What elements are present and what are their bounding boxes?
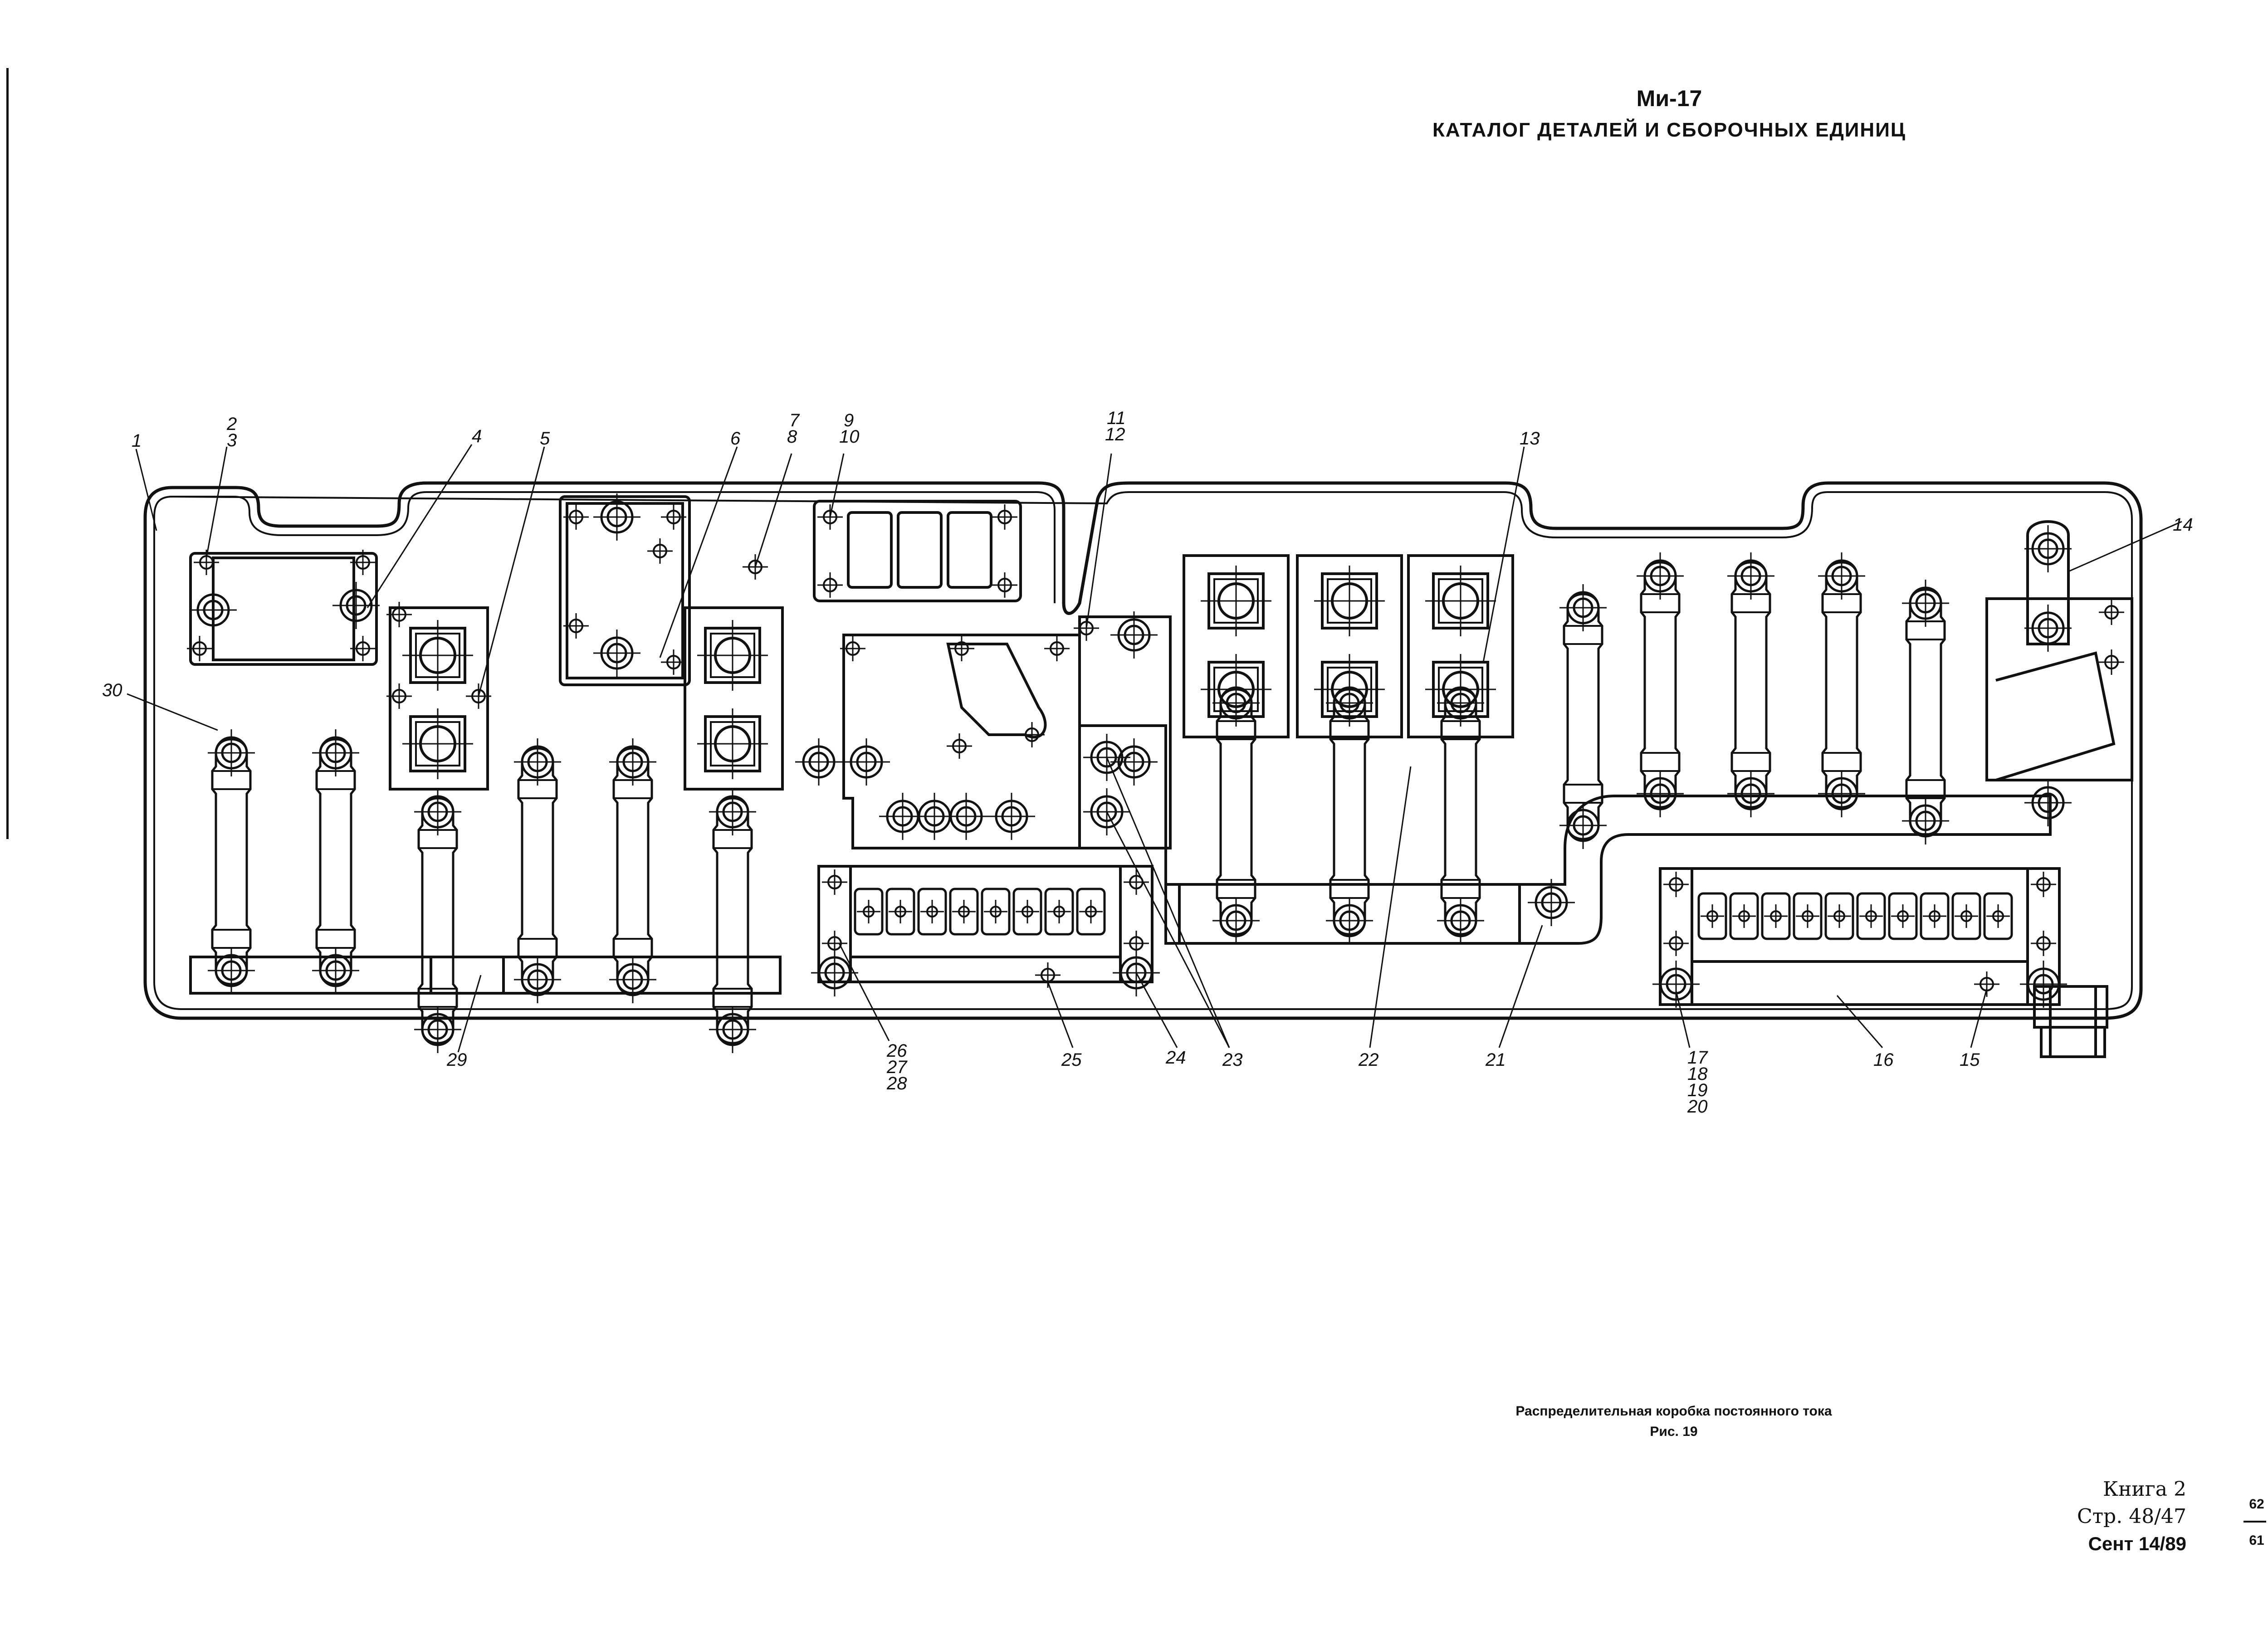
callout-1: 1 [132, 431, 142, 451]
revision-number-top: 62 [2249, 1497, 2264, 1512]
figure-number: Рис. 19 [1650, 1424, 1698, 1439]
external-connector [2033, 985, 2108, 1058]
fuse-4 [414, 788, 461, 1053]
fuse-21e [1902, 580, 1949, 844]
callout-4: 4 [472, 426, 482, 446]
catalog-title: КАТАЛОГ ДЕТАЛЕЙ И СБОРОЧНЫХ ЕДИНИЦ [1432, 119, 1906, 141]
fuse-30 [208, 729, 255, 994]
relay-14-base [1985, 520, 2133, 781]
callout-16: 16 [1873, 1050, 1894, 1070]
callout-22: 22 [1358, 1050, 1379, 1070]
fuse-22b [1326, 679, 1373, 944]
book-number: Книга 2 [2103, 1478, 2186, 1501]
callout-25: 25 [1061, 1050, 1082, 1070]
fuse-21d [1818, 552, 1865, 817]
fuse-21c [1727, 552, 1774, 817]
callout-6: 6 [730, 429, 741, 449]
fuse-29c [609, 738, 656, 1003]
page-number: Стр. 48/47 [2077, 1505, 2186, 1528]
power-terminal-housings [1183, 554, 1514, 738]
callout-29: 29 [446, 1050, 467, 1070]
callout-14: 14 [2173, 515, 2193, 535]
callout-23: 23 [1222, 1050, 1243, 1070]
callout-24: 24 [1165, 1048, 1186, 1068]
fuse-window-strip [813, 500, 1022, 602]
fuse-29a [312, 729, 359, 994]
callout-15: 15 [1960, 1050, 1980, 1070]
center-busbar [1164, 795, 2052, 945]
callout-5: 5 [540, 429, 550, 449]
enclosure-outline [143, 481, 2143, 1020]
lower-busbar [189, 956, 782, 995]
fuse-29b [514, 738, 561, 1003]
page-edge-rule [6, 68, 9, 839]
terminal-strip-left [817, 865, 1154, 983]
fuse-6 [709, 788, 756, 1053]
callout-30: 30 [102, 680, 122, 700]
fuse-21b [1637, 552, 1684, 817]
terminal-block-left [389, 606, 489, 791]
figure-caption: Распределительная коробка постоянного то… [1515, 1404, 1832, 1419]
aircraft-model-title: Ми-17 [1636, 86, 1702, 111]
callout-13: 13 [1520, 429, 1540, 449]
fuse-13 [1437, 679, 1484, 944]
terminal-block-middle [684, 606, 784, 791]
revision-number-bottom: 61 [2249, 1533, 2264, 1548]
revision-date: Сент 14/89 [2088, 1533, 2186, 1554]
terminal-strip-right [1659, 867, 2061, 1006]
fuse-22a [1212, 679, 1260, 944]
revision-divider [2244, 1521, 2266, 1523]
fuse-21a [1559, 584, 1607, 849]
callout-21: 21 [1485, 1050, 1506, 1070]
callout-leaders [127, 444, 2182, 1053]
